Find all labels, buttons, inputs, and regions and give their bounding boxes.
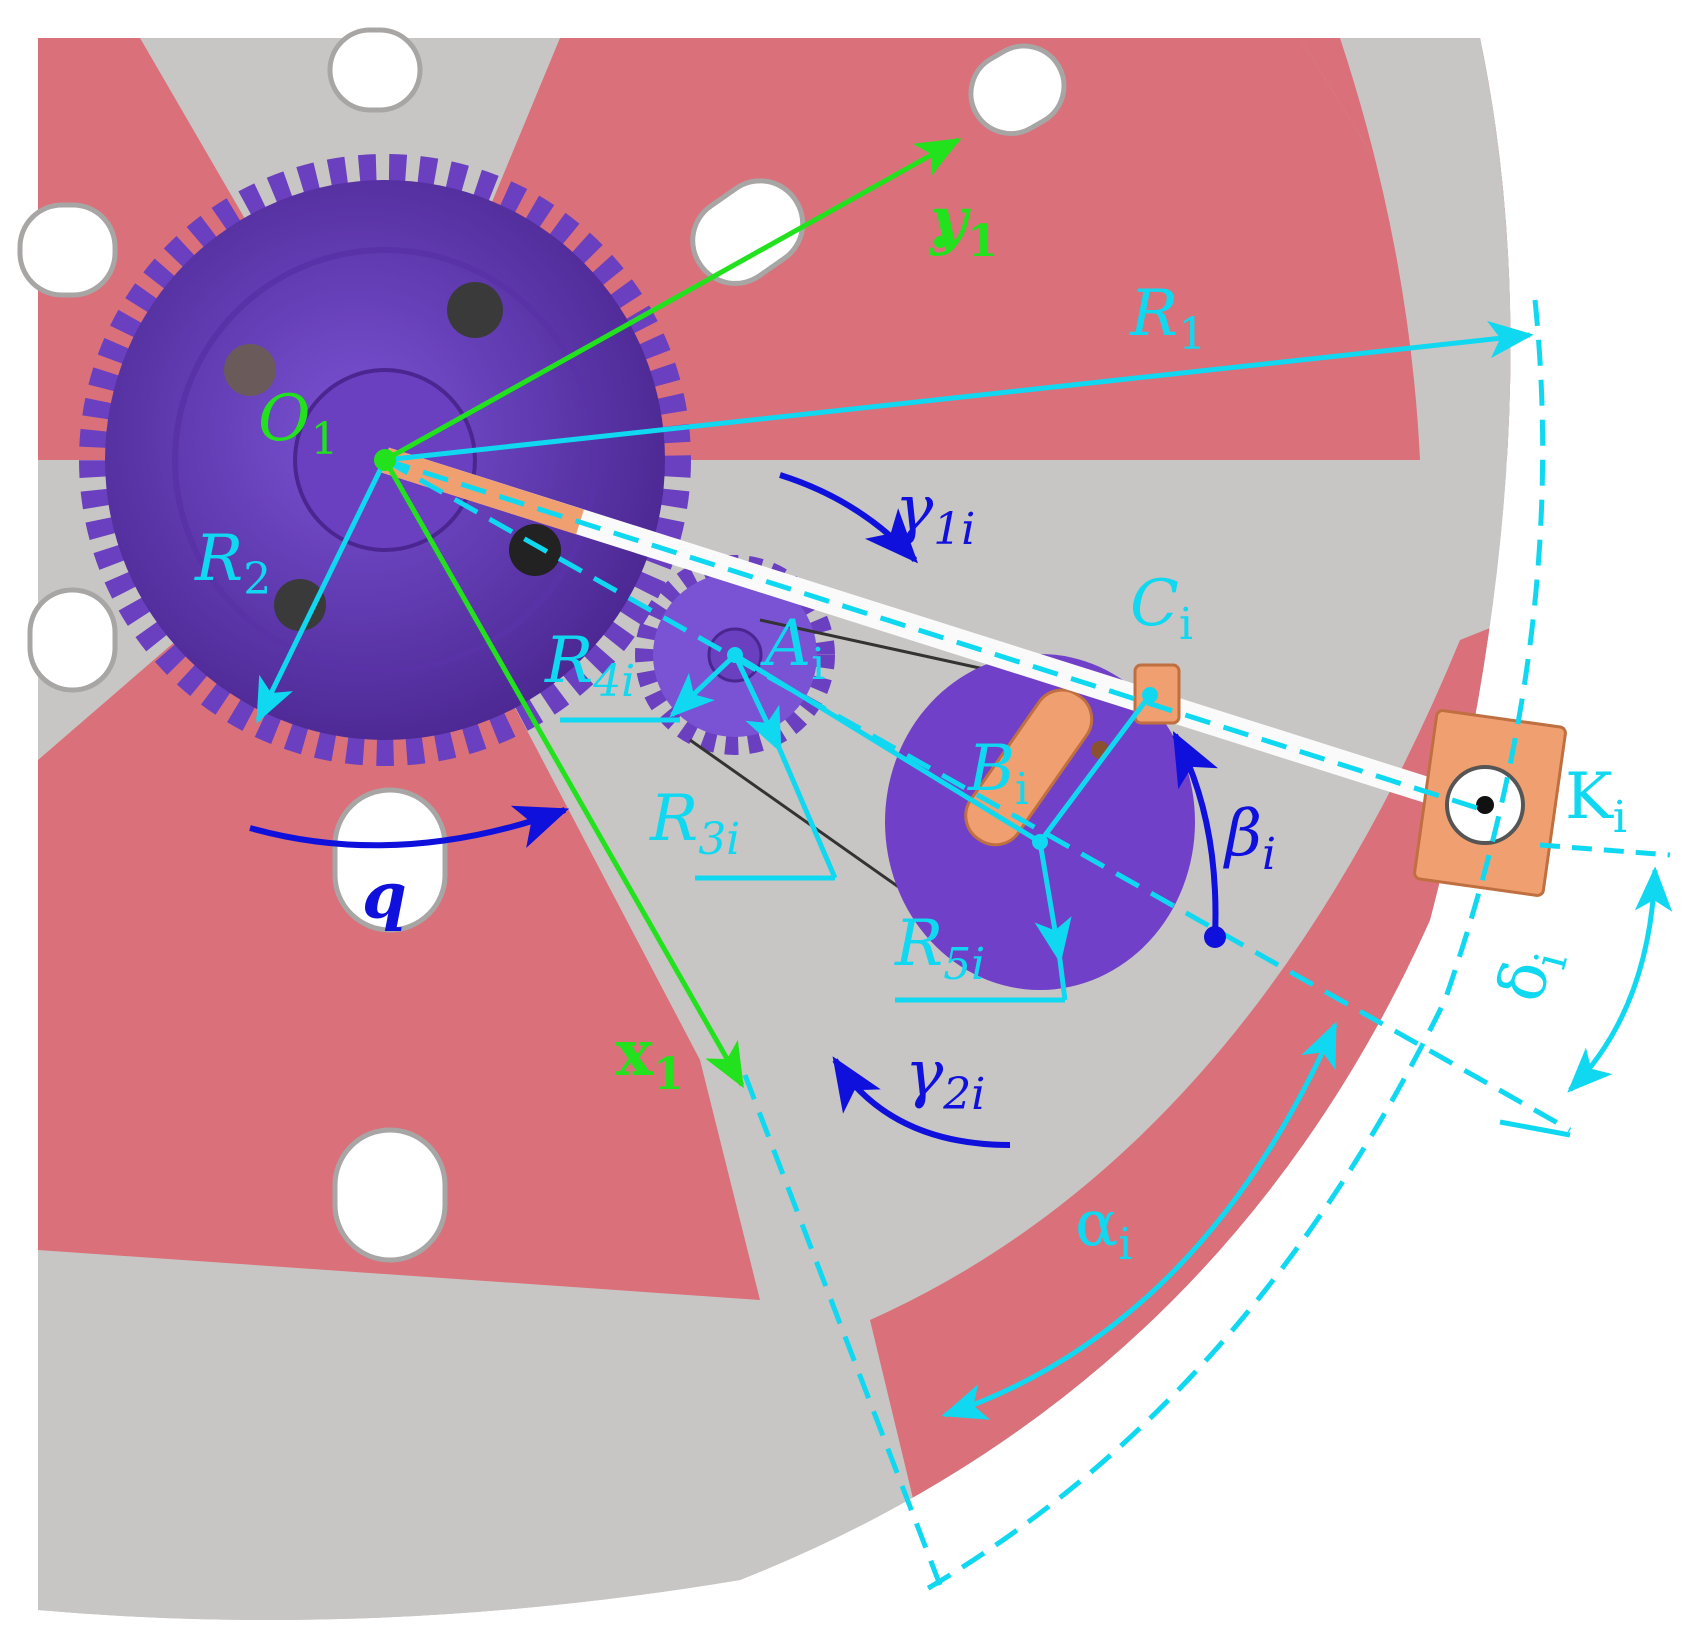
r5i-radius-line: [1034, 841, 1072, 964]
angle-arrows: [249, 472, 1219, 1148]
point-ai: [727, 647, 743, 663]
delta-ref-upper: [1539, 842, 1671, 858]
slot-cutout: [27, 587, 118, 693]
label-q: q: [362, 859, 407, 934]
slot-cutout: [690, 178, 806, 286]
bi-ci-link: [1037, 693, 1153, 844]
coordinate-axes: [382, 137, 962, 1089]
diagram-labels: O1 x1 y1 R1 R2 R4i R3i R5i Ai Bi Ci Ki γ…: [194, 183, 1627, 1270]
gear-hole: [274, 579, 326, 631]
y1-axis: [383, 137, 962, 463]
label-bi: Bi: [967, 732, 1029, 815]
ki-pivot: [1476, 796, 1494, 814]
y1-label-dot: [934, 236, 946, 248]
label-betai: βi: [1223, 797, 1276, 880]
r4i-radius-line: [669, 653, 737, 718]
label-r2: R2: [194, 522, 271, 605]
q-rotation-arrow: [249, 805, 570, 849]
label-o1: O1: [258, 382, 338, 465]
ai-bi-link: [733, 652, 1042, 845]
alpha-dimension-arc: [941, 1021, 1338, 1420]
dimension-lines: [255, 299, 1673, 1593]
r5i-leader: [1057, 959, 1068, 1001]
label-gamma1i: γ1i: [895, 472, 975, 555]
beta-ref-dashed: [383, 457, 1572, 1133]
gear-hole: [447, 282, 503, 338]
x1-extension-dashed: [742, 1074, 943, 1586]
label-ci: Ci: [1130, 567, 1193, 650]
gamma1-arrow: [779, 472, 919, 564]
point-ci: [1142, 687, 1158, 703]
label-r1: R1: [1129, 277, 1206, 360]
beta-angle-arc: [1172, 731, 1219, 938]
label-r5i: R5i: [894, 907, 985, 990]
label-alphai: αi: [1075, 1187, 1132, 1270]
slot-cutout: [327, 27, 423, 113]
origin-point: [374, 449, 396, 471]
point-bi: [1032, 834, 1048, 850]
gamma2-arrow: [832, 1056, 1011, 1148]
belt-line: [689, 738, 911, 897]
r2-radius-line: [255, 458, 388, 724]
delta-ref-lower: [1499, 1119, 1571, 1138]
label-gamma2i: γ2i: [905, 1037, 985, 1120]
r3i-leader: [777, 749, 838, 879]
slot-cutout: [332, 787, 448, 933]
slot-cutout: [968, 43, 1067, 136]
r3i-radius-line: [732, 653, 783, 754]
central-gear-hub-ring: [172, 247, 598, 673]
label-r3i: R3i: [649, 782, 740, 865]
beta-ref-point: [1204, 926, 1226, 948]
r1-radius-line: [384, 320, 1534, 463]
label-r4i: R4i: [544, 624, 635, 707]
delta-dimension-arc: [1567, 866, 1673, 1093]
disk-slots: [17, 27, 1067, 1263]
slot-cutout: [17, 202, 118, 298]
gear-hole: [509, 524, 561, 576]
disk-sector-red: [385, 38, 1511, 460]
arm-axis-dashed: [384, 457, 1491, 815]
label-ai: Ai: [760, 607, 825, 690]
label-y1: y1: [928, 183, 998, 267]
x1-axis: [382, 458, 745, 1089]
label-x1: x1: [615, 1016, 684, 1100]
gear-hole: [224, 344, 276, 396]
label-deltai: δi: [1484, 939, 1578, 1011]
central-gear-teeth: [79, 154, 691, 766]
slot-cutout: [332, 1127, 448, 1263]
label-ki: Ki: [1565, 760, 1627, 843]
